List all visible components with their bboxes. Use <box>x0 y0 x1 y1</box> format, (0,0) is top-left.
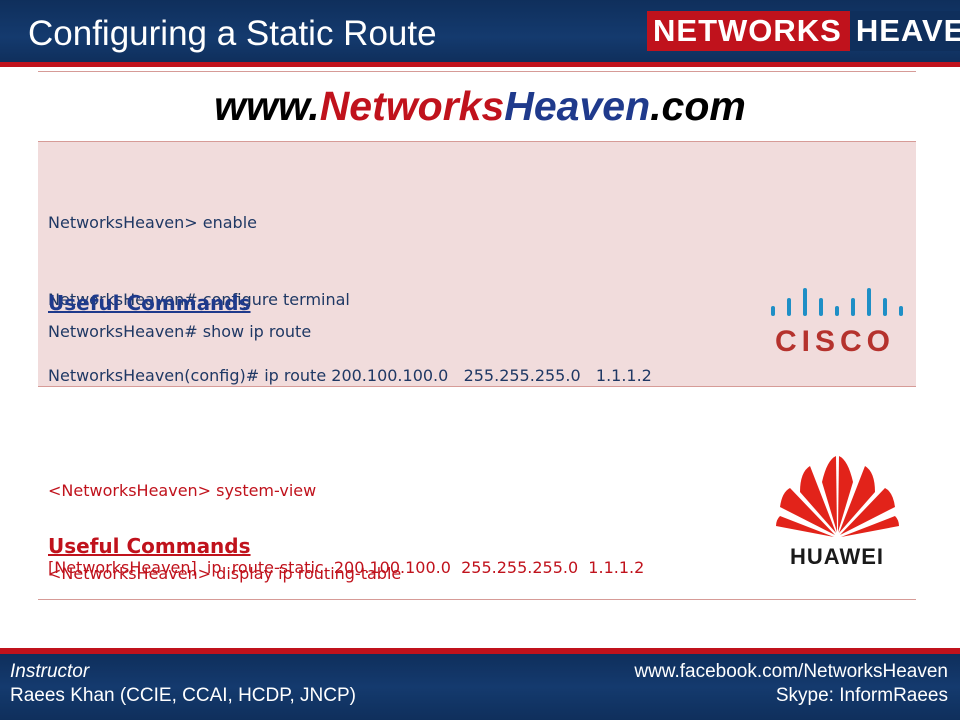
huawei-useful-commands-heading: Useful Commands <box>48 534 251 558</box>
huawei-command-line: <NetworksHeaven> system-view <box>48 481 317 500</box>
header-divider <box>0 62 960 67</box>
logo-networks: NETWORKS <box>647 11 850 51</box>
slide-footer <box>0 654 960 720</box>
footer-divider <box>0 648 960 654</box>
instructor-label: Instructor <box>10 661 90 682</box>
huawei-flower-icon <box>776 456 899 537</box>
cisco-command-line: NetworksHeaven(config)# ip route 200.100… <box>48 366 652 385</box>
website-prefix: www. <box>214 83 320 129</box>
cisco-command-block: NetworksHeaven> enable NetworksHeaven# c… <box>48 159 652 414</box>
cisco-command-line: NetworksHeaven# configure terminal <box>48 289 350 309</box>
cisco-useful-command: NetworksHeaven# show ip route <box>48 322 312 341</box>
cisco-command-line: NetworksHeaven> enable <box>48 213 257 232</box>
skype-contact: Skype: InformRaees <box>775 685 948 706</box>
top-divider <box>38 71 916 72</box>
huawei-useful-command: <NetworksHeaven> display ip routing-tabl… <box>48 564 402 583</box>
cisco-useful-commands-heading: Useful Commands <box>48 291 251 315</box>
cisco-bars-icon <box>771 288 903 316</box>
slide-title: Configuring a Static Route <box>28 14 437 53</box>
huawei-logo: HUAWEI <box>776 456 899 569</box>
cisco-panel <box>38 142 916 387</box>
cisco-bottom-divider <box>38 386 916 387</box>
logo-heaven: HEAVEN <box>849 11 960 51</box>
website-name-red: Networks <box>319 83 505 129</box>
cisco-logo-text: CISCO <box>775 325 895 358</box>
huawei-bottom-divider <box>38 599 916 600</box>
facebook-link: www.facebook.com/NetworksHeaven <box>634 661 948 682</box>
cisco-top-divider <box>38 141 916 142</box>
cisco-logo: CISCO <box>771 288 903 358</box>
instructor-name: Raees Khan (CCIE, CCAI, HCDP, JNCP) <box>10 685 356 706</box>
website-name-blue: Heaven <box>504 83 651 129</box>
website-suffix: .com <box>650 83 746 129</box>
networks-heaven-logo: NETWORKS HEAVEN <box>647 11 960 51</box>
huawei-logo-text: HUAWEI <box>790 544 884 569</box>
huawei-command-line: [NetworksHeaven] ip route-static 200.100… <box>48 557 645 577</box>
website-url: www.NetworksHeaven.com <box>0 80 960 132</box>
huawei-command-block: <NetworksHeaven> system-view [NetworksHe… <box>48 427 644 606</box>
